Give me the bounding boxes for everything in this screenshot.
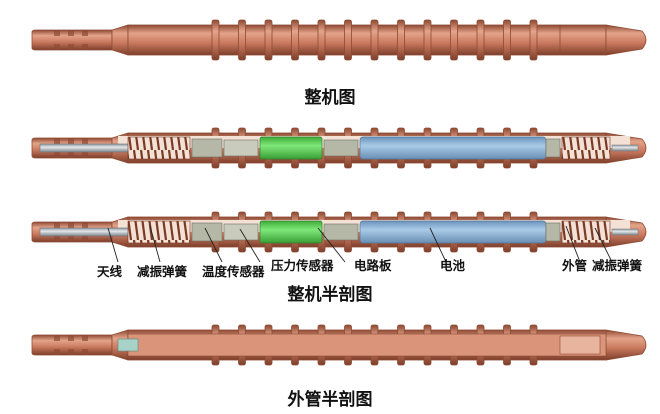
section-view-labeled	[31, 211, 647, 253]
leader-spring-right	[594, 227, 613, 263]
label-battery: 电池	[440, 258, 466, 273]
nose-slot	[82, 349, 88, 355]
label-temp-sensor: 温度传感器	[202, 264, 265, 279]
component-labels: 天线 减振弹簧 温度传感器 压力传感器 电路板 电池 外管 减振弹簧	[97, 258, 643, 279]
circuit-board	[259, 220, 323, 244]
tube-bore	[127, 333, 607, 357]
nose-slot	[54, 44, 60, 50]
nose-slot	[68, 222, 74, 228]
leader-pressure-sensor	[239, 228, 261, 263]
tail-rod	[611, 144, 639, 152]
whole-tool-view	[31, 19, 647, 61]
nose-slot	[54, 349, 60, 355]
fin	[450, 19, 458, 61]
nose-slot	[68, 30, 74, 36]
fin	[211, 19, 220, 61]
nose-slot	[82, 30, 88, 36]
leader-battery	[429, 227, 447, 263]
nose-slot	[54, 335, 60, 341]
nose-slot	[54, 236, 60, 242]
leader-antenna	[107, 227, 119, 263]
battery-pack	[359, 136, 547, 160]
seal-ring	[117, 338, 139, 352]
left-spring	[127, 220, 191, 244]
nose-slot	[82, 138, 88, 144]
nose-slot	[68, 335, 74, 341]
nose-slot	[54, 152, 60, 158]
label-antenna: 天线	[97, 264, 123, 279]
fin	[264, 19, 273, 61]
fin	[529, 19, 538, 61]
right-spring	[561, 220, 611, 244]
nose-slot	[68, 138, 74, 144]
circuit-board	[259, 136, 323, 160]
label-circuit-board: 电路板	[354, 258, 392, 273]
main-body	[127, 24, 607, 56]
outer-tube-section-view	[31, 324, 647, 366]
label-spring-left: 减振弹簧	[137, 264, 188, 279]
end-cap	[545, 138, 561, 158]
fin	[503, 19, 511, 61]
leader-lines	[107, 225, 613, 263]
fin	[291, 19, 299, 61]
nose-taper	[111, 24, 129, 56]
leader-spring-left	[149, 225, 161, 263]
label-outer-tube: 外管	[561, 258, 587, 273]
fin	[476, 19, 485, 61]
end-cap	[545, 222, 561, 242]
leader-temp-sensor	[204, 227, 223, 263]
section-view-top	[31, 127, 647, 169]
fin	[344, 19, 352, 61]
battery-pack	[359, 220, 547, 244]
caption-whole-view: 整机图	[305, 87, 356, 108]
left-spring	[127, 136, 191, 160]
temp-sensor-housing	[191, 138, 223, 158]
nose-slot	[82, 44, 88, 50]
fin	[238, 19, 246, 61]
right-spring	[561, 136, 611, 160]
connector	[323, 139, 359, 157]
nose-slot	[82, 222, 88, 228]
pressure-sensor-housing	[223, 139, 259, 157]
leader-outer-tube	[565, 225, 581, 263]
nose-slot	[68, 44, 74, 50]
caption-section-view: 整机半剖图	[288, 284, 373, 305]
nose-slot	[54, 30, 60, 36]
tail-cone	[605, 24, 647, 56]
label-spring-right: 减振弹簧	[592, 258, 643, 273]
nose-slot	[68, 152, 74, 158]
fin	[317, 19, 326, 61]
nose-slot	[68, 349, 74, 355]
nose-slot	[54, 222, 60, 228]
caption-tube-view: 外管半剖图	[288, 389, 373, 410]
tail-insert	[559, 335, 601, 355]
fin	[397, 19, 405, 61]
connector	[323, 223, 359, 241]
nose-slot	[82, 236, 88, 242]
pressure-sensor-housing	[223, 223, 259, 241]
nose-slot	[54, 138, 60, 144]
label-pressure-sensor: 压力传感器	[271, 258, 334, 273]
fin	[423, 19, 432, 61]
fin	[370, 19, 379, 61]
nose-slot	[82, 152, 88, 158]
tail-cone	[605, 329, 647, 361]
leader-circuit-board	[317, 227, 346, 263]
nose-slot	[82, 335, 88, 341]
tail-rod	[611, 228, 639, 236]
nose-slot	[68, 236, 74, 242]
